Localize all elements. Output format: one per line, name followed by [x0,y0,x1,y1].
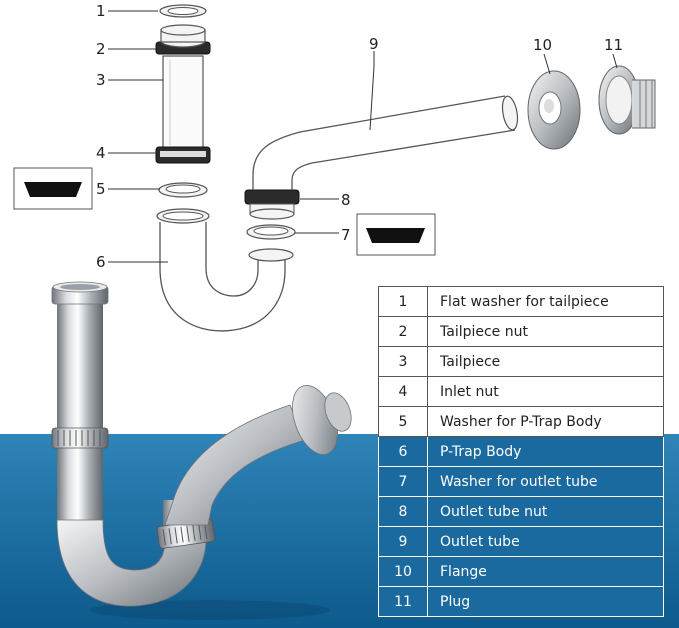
callout-11: 11 [604,36,623,54]
table-row: 6 P-Trap Body [378,436,664,467]
table-row: 2 Tailpiece nut [378,316,664,347]
callout-3: 3 [96,71,106,89]
tailpiece-tube-drawing [162,55,204,149]
p-trap-washer-drawing [158,182,208,198]
part-number-cell: 2 [378,316,428,347]
part-number-cell: 3 [378,346,428,377]
washer-profile-inset-5 [13,167,93,210]
part-name-cell: Washer for P-Trap Body [427,406,664,437]
callout-5: 5 [96,180,106,198]
part-number-cell: 6 [378,436,428,467]
part-name-cell: Inlet nut [427,376,664,407]
assembled-p-trap-image [51,281,352,620]
leader-lines [108,10,618,263]
flange-drawing [527,70,581,150]
part-number-cell: 7 [378,466,428,497]
outlet-washer-drawing [246,224,296,240]
table-row: 9 Outlet tube [378,526,664,557]
exploded-parts-drawing [155,4,656,332]
part-name-cell: Flat washer for tailpiece [427,286,664,317]
p-trap-body-drawing [156,208,294,332]
part-number-cell: 9 [378,526,428,557]
part-name-cell: Washer for outlet tube [427,466,664,497]
parts-legend-table: 1 Flat washer for tailpiece 2 Tailpiece … [378,286,664,617]
washer-profile-inset-7 [356,213,436,256]
callout-6: 6 [96,253,106,271]
callout-7: 7 [341,226,351,244]
part-name-cell: Plug [427,586,664,617]
flat-washer-drawing [159,4,207,18]
part-name-cell: Tailpiece nut [427,316,664,347]
callout-9: 9 [369,35,379,53]
callout-1: 1 [96,2,106,20]
callout-2: 2 [96,40,106,58]
part-number-cell: 1 [378,286,428,317]
table-row: 11 Plug [378,586,664,617]
part-name-cell: Outlet tube nut [427,496,664,527]
part-number-cell: 4 [378,376,428,407]
table-row: 3 Tailpiece [378,346,664,377]
inlet-nut-drawing [155,146,211,164]
table-row: 1 Flat washer for tailpiece [378,286,664,317]
plug-drawing [598,65,656,135]
part-name-cell: P-Trap Body [427,436,664,467]
table-row: 10 Flange [378,556,664,587]
part-number-cell: 8 [378,496,428,527]
table-row: 5 Washer for P-Trap Body [378,406,664,437]
outlet-tube-drawing [252,95,519,190]
table-row: 7 Washer for outlet tube [378,466,664,497]
part-name-cell: Tailpiece [427,346,664,377]
callout-numbers: 1 2 3 4 5 6 7 8 9 10 11 [96,2,623,271]
part-name-cell: Flange [427,556,664,587]
part-number-cell: 11 [378,586,428,617]
callout-4: 4 [96,144,106,162]
part-name-cell: Outlet tube [427,526,664,557]
table-row: 8 Outlet tube nut [378,496,664,527]
table-row: 4 Inlet nut [378,376,664,407]
callout-10: 10 [533,36,552,54]
part-number-cell: 5 [378,406,428,437]
part-number-cell: 10 [378,556,428,587]
callout-8: 8 [341,191,351,209]
tailpiece-nut-drawing [155,24,211,55]
outlet-nut-drawing [244,189,300,220]
